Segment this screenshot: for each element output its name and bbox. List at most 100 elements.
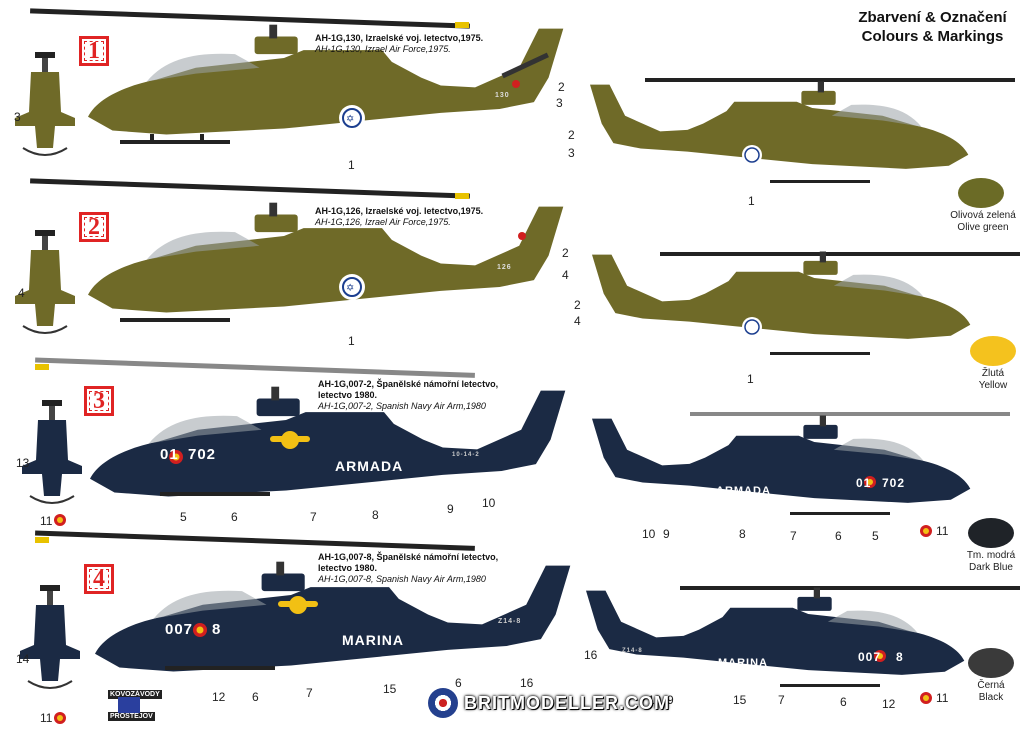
scheme-4-caption: AH-1G,007-8, Španělské námořní letectvo,… bbox=[318, 552, 499, 584]
britmodeller-watermark: BRITMODELLER.COM bbox=[428, 688, 670, 718]
callout: 6 bbox=[455, 676, 462, 690]
callout: 11 bbox=[40, 711, 53, 725]
marina-lettering: MARINA bbox=[342, 632, 404, 648]
tail-code-3: 10-14-2 bbox=[452, 452, 480, 458]
callout: 3 bbox=[556, 96, 563, 110]
helicopter-1-side: ✡ bbox=[30, 8, 564, 144]
callout: 1 bbox=[747, 372, 754, 386]
helicopter-4-side bbox=[35, 530, 571, 672]
callout: 15 bbox=[733, 693, 747, 707]
callout: 8 bbox=[372, 508, 379, 522]
callout: 9 bbox=[663, 527, 670, 541]
scheme-4-badge: 4 bbox=[84, 564, 114, 594]
swatch-yellow bbox=[970, 336, 1016, 366]
helicopter-3-side bbox=[35, 357, 566, 497]
callout: 5 bbox=[872, 529, 879, 543]
page-title: Zbarvení & Označení Colours & Markings bbox=[845, 8, 1020, 46]
roundel-center bbox=[57, 517, 63, 523]
callout: 2 bbox=[568, 128, 575, 142]
callout: 7 bbox=[778, 693, 785, 707]
callout: 3 bbox=[568, 146, 575, 160]
tail-code-4-right: Z14-8 bbox=[622, 648, 643, 654]
svg-text:✡: ✡ bbox=[346, 114, 354, 125]
helicopter-2-front bbox=[14, 229, 76, 334]
tail-number-126: 126 bbox=[497, 264, 512, 271]
helicopter-4-front bbox=[19, 584, 81, 689]
callout: 4 bbox=[574, 314, 581, 328]
callout: 1 bbox=[348, 334, 355, 348]
callout: 16 bbox=[584, 648, 598, 662]
helicopter-1-front bbox=[14, 51, 76, 156]
swatch-black bbox=[968, 648, 1014, 678]
callout: 10 bbox=[648, 693, 662, 707]
callout: 1 bbox=[348, 158, 355, 172]
number-702-heli3: 702 bbox=[188, 446, 217, 463]
svg-text:✡: ✡ bbox=[346, 283, 354, 294]
tail-number-130: 130 bbox=[495, 92, 510, 99]
callout: 7 bbox=[790, 529, 797, 543]
scheme-2-caption: AH-1G,126, Izraelské voj. letectvo,1975.… bbox=[315, 206, 484, 227]
number-8-heli4: 8 bbox=[212, 621, 222, 638]
callout: 6 bbox=[252, 690, 259, 704]
callout: 11 bbox=[936, 691, 949, 705]
callout: 4 bbox=[18, 286, 25, 300]
code-007-heli4: 007 bbox=[165, 621, 194, 638]
callout: 2 bbox=[574, 298, 581, 312]
callout: 7 bbox=[310, 510, 317, 524]
marina-lettering-right: MARINA bbox=[718, 657, 768, 669]
number-702-right: 702 bbox=[882, 476, 906, 490]
scheme-3-badge: 3 bbox=[84, 386, 114, 416]
watermark-text: BRITMODELLER.COM bbox=[464, 692, 670, 713]
maker-logo-icon bbox=[118, 697, 140, 713]
roundel-center bbox=[57, 715, 63, 721]
maker-label-top: KOVOZÁVODY bbox=[108, 690, 162, 699]
callout: 10 bbox=[482, 496, 496, 510]
helicopter-3-right bbox=[592, 412, 1010, 537]
callout: 9 bbox=[447, 502, 454, 516]
callout: 4 bbox=[562, 268, 569, 282]
title-english: Colours & Markings bbox=[861, 28, 1004, 45]
callout: 14 bbox=[16, 652, 30, 666]
callout: 13 bbox=[16, 456, 30, 470]
maker-label-bottom: PROSTĚJOV bbox=[108, 712, 155, 721]
callout: 12 bbox=[212, 690, 226, 704]
callout: 3 bbox=[14, 110, 21, 124]
callout: 2 bbox=[562, 246, 569, 260]
callout: 12 bbox=[882, 697, 896, 711]
scheme-3-caption: AH-1G,007-2, Španělské námořní letectvo,… bbox=[318, 379, 499, 411]
callout: 7 bbox=[306, 686, 313, 700]
callout: 6 bbox=[840, 695, 847, 709]
tail-code-4: Z14-8 bbox=[498, 618, 522, 625]
callout: 10 bbox=[642, 527, 656, 541]
callout: 6 bbox=[835, 529, 842, 543]
armada-lettering: ARMADA bbox=[335, 458, 404, 474]
callout: 6 bbox=[231, 510, 238, 524]
scheme-1-badge: 1 bbox=[79, 36, 109, 66]
callout: 8 bbox=[739, 527, 746, 541]
code-01-heli3: 01 bbox=[160, 446, 179, 463]
helicopter-4-right bbox=[586, 586, 1020, 704]
scheme-1-caption: AH-1G,130, Izraelské voj. letectvo,1975.… bbox=[315, 33, 484, 54]
callout: 2 bbox=[558, 80, 565, 94]
callout: 16 bbox=[520, 676, 534, 690]
helicopter-1-right bbox=[590, 78, 1015, 183]
callout: 15 bbox=[383, 682, 397, 696]
code-007-right: 007 bbox=[858, 650, 882, 664]
code-01-right: 01 bbox=[856, 476, 872, 490]
callout: 5 bbox=[180, 510, 187, 524]
callout: 1 bbox=[748, 194, 755, 208]
roundel-icon bbox=[428, 688, 458, 718]
swatch-dark-blue bbox=[968, 518, 1014, 548]
helicopter-3-front bbox=[21, 399, 83, 504]
callout: 9 bbox=[667, 693, 674, 707]
callout: 11 bbox=[40, 514, 53, 528]
helicopter-2-right bbox=[592, 251, 1020, 355]
helicopter-2-side: ✡ bbox=[30, 178, 564, 322]
callout: 11 bbox=[936, 524, 949, 538]
swatch-olive-green bbox=[958, 178, 1004, 208]
